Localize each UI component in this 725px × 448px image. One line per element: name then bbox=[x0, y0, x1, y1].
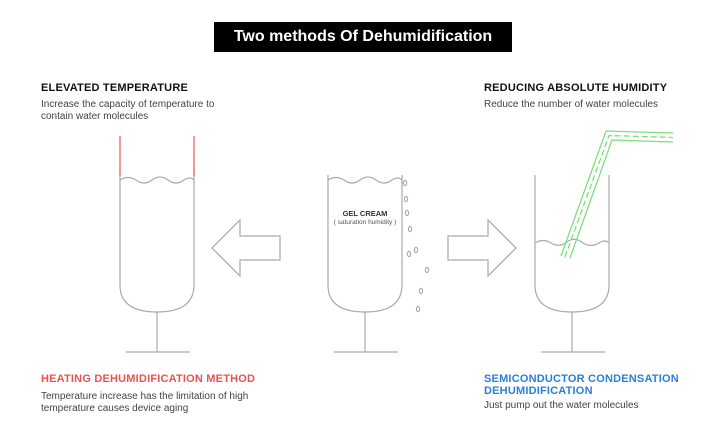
center-glass-bowl bbox=[327, 175, 403, 313]
heating-method-line2: temperature causes device aging bbox=[41, 402, 189, 414]
condensation-method-title-line2: DEHUMIDIFICATION bbox=[484, 385, 593, 397]
left-description-line1: Increase the capacity of temperature to bbox=[41, 99, 215, 110]
heating-method-line1: Temperature increase has the limitation … bbox=[41, 391, 249, 402]
pump-pipe-outer bbox=[560, 130, 674, 257]
pump-pipe-inner bbox=[569, 139, 674, 259]
water-droplet bbox=[406, 250, 412, 258]
left-heading: ELEVATED TEMPERATURE bbox=[41, 82, 189, 94]
page-title: Two methods Of Dehumidification bbox=[214, 22, 512, 52]
water-droplet bbox=[413, 246, 419, 254]
condensation-method-description: Just pump out the water molecules bbox=[484, 400, 639, 411]
condensation-method-title-line1: SEMICONDUCTOR CONDENSATION bbox=[484, 373, 679, 385]
right-glass bbox=[534, 175, 610, 353]
water-droplet bbox=[404, 209, 410, 217]
left-glass bbox=[119, 175, 195, 353]
heating-method-title: HEATING DEHUMIDIFICATION METHOD bbox=[41, 373, 256, 385]
pump-pipe bbox=[560, 130, 674, 259]
gel-cream-title: GEL CREAM bbox=[342, 209, 388, 218]
condensation-method-title: SEMICONDUCTOR CONDENSATION DEHUMIDIFICAT… bbox=[484, 373, 679, 397]
water-droplets bbox=[402, 179, 430, 313]
right-heading: REDUCING ABSOLUTE HUMIDITY bbox=[484, 82, 668, 94]
center-glass-liquid-surface bbox=[327, 176, 403, 184]
water-droplet bbox=[415, 305, 421, 313]
gel-cream-subtitle: ( saturation humidity ) bbox=[333, 219, 397, 226]
left-description-line2: contain water molecules bbox=[41, 110, 149, 122]
right-arrow bbox=[447, 218, 517, 278]
water-droplet bbox=[402, 179, 408, 187]
gel-cream-label: GEL CREAM ( saturation humidity ) bbox=[315, 209, 415, 226]
left-glass-bowl bbox=[119, 175, 195, 313]
right-description: Reduce the number of water molecules bbox=[484, 99, 658, 110]
heating-method-description: Temperature increase has the limitation … bbox=[41, 391, 248, 414]
left-glass-liquid-surface bbox=[119, 176, 195, 184]
right-glass-liquid-surface bbox=[534, 238, 610, 247]
water-droplet bbox=[403, 195, 409, 203]
water-droplet bbox=[407, 225, 413, 233]
water-droplet bbox=[424, 266, 430, 274]
center-glass bbox=[327, 175, 403, 353]
left-description: Increase the capacity of temperature to … bbox=[41, 99, 214, 122]
pump-pipe-center bbox=[564, 134, 674, 258]
left-arrow bbox=[211, 218, 281, 278]
water-droplet bbox=[418, 287, 424, 295]
